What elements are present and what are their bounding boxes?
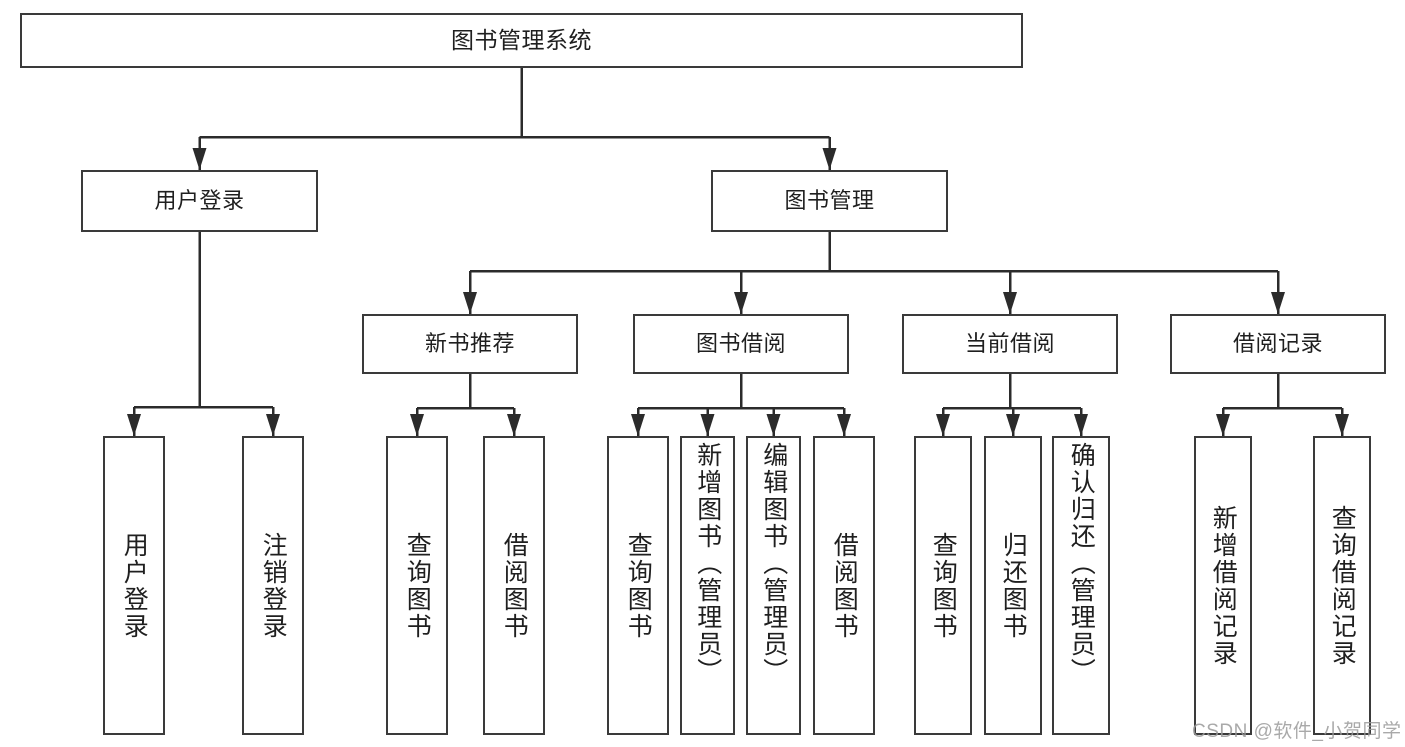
edge-arrowhead bbox=[127, 414, 141, 436]
node-label: 新增图书（管理员） bbox=[693, 442, 722, 685]
node-n-bookmgmt[interactable]: 图书管理 bbox=[711, 170, 948, 232]
node-label: 图书管理 bbox=[784, 187, 875, 213]
node-label: 新书推荐 bbox=[424, 330, 515, 356]
node-n-newbook[interactable]: 新书推荐 bbox=[362, 314, 578, 374]
node-label: 编辑图书（管理员） bbox=[759, 442, 788, 685]
edge-arrowhead bbox=[936, 414, 950, 436]
edge-arrowhead bbox=[631, 414, 645, 436]
node-l-record-1[interactable]: 新增借阅记录 bbox=[1194, 436, 1252, 735]
node-label: 借阅图书 bbox=[500, 531, 529, 640]
node-label: 确认归还（管理员） bbox=[1067, 442, 1096, 685]
node-l-borrow-2[interactable]: 新增图书（管理员） bbox=[680, 436, 735, 735]
node-label: 图书借阅 bbox=[695, 330, 786, 356]
node-label: 查询图书 bbox=[929, 531, 958, 640]
node-label: 当前借阅 bbox=[964, 330, 1055, 356]
node-l-newbook-2[interactable]: 借阅图书 bbox=[483, 436, 545, 735]
node-label: 借阅记录 bbox=[1232, 330, 1323, 356]
node-l-record-2[interactable]: 查询借阅记录 bbox=[1313, 436, 1371, 735]
node-n-current[interactable]: 当前借阅 bbox=[902, 314, 1118, 374]
edge-arrowhead bbox=[463, 292, 477, 314]
node-label: 归还图书 bbox=[999, 531, 1028, 640]
node-label: 查询图书 bbox=[624, 531, 653, 640]
node-label: 用户登录 bbox=[120, 531, 149, 640]
node-n-login[interactable]: 用户登录 bbox=[81, 170, 318, 232]
node-l-newbook-1[interactable]: 查询图书 bbox=[386, 436, 448, 735]
edge-arrowhead bbox=[766, 414, 781, 436]
edge-arrowhead bbox=[410, 414, 424, 436]
node-label: 借阅图书 bbox=[830, 531, 859, 640]
node-l-borrow-1[interactable]: 查询图书 bbox=[607, 436, 669, 735]
node-l-current-1[interactable]: 查询图书 bbox=[914, 436, 972, 735]
node-l-borrow-4[interactable]: 借阅图书 bbox=[813, 436, 875, 735]
edge-arrowhead bbox=[507, 414, 521, 436]
node-label: 新增借阅记录 bbox=[1209, 504, 1238, 667]
node-l-borrow-3[interactable]: 编辑图书（管理员） bbox=[746, 436, 801, 735]
node-label: 注销登录 bbox=[259, 531, 288, 640]
edge-arrowhead bbox=[1003, 292, 1017, 314]
node-n-record[interactable]: 借阅记录 bbox=[1170, 314, 1386, 374]
edge-arrowhead bbox=[1006, 414, 1020, 436]
edge-arrowhead bbox=[700, 414, 715, 436]
csdn-watermark: CSDN @软件_小贺同学 bbox=[1192, 721, 1402, 742]
edge-arrowhead bbox=[837, 414, 851, 436]
edge-arrowhead bbox=[1335, 414, 1349, 436]
edge-arrowhead bbox=[734, 292, 748, 314]
node-l-current-2[interactable]: 归还图书 bbox=[984, 436, 1042, 735]
node-root[interactable]: 图书管理系统 bbox=[20, 13, 1023, 68]
node-l-login-2[interactable]: 注销登录 bbox=[242, 436, 304, 735]
edge-arrowhead bbox=[822, 148, 837, 170]
edge-arrowhead bbox=[1216, 414, 1230, 436]
node-l-login-1[interactable]: 用户登录 bbox=[103, 436, 165, 735]
node-label: 查询图书 bbox=[403, 531, 432, 640]
edge-arrowhead bbox=[192, 148, 207, 170]
node-n-borrow[interactable]: 图书借阅 bbox=[633, 314, 849, 374]
edge-arrowhead bbox=[266, 414, 280, 436]
node-label: 用户登录 bbox=[154, 187, 245, 213]
edge-arrowhead bbox=[1074, 414, 1088, 436]
edge-arrowhead bbox=[1271, 292, 1285, 314]
node-label: 查询借阅记录 bbox=[1328, 504, 1357, 667]
node-l-current-3[interactable]: 确认归还（管理员） bbox=[1052, 436, 1110, 735]
node-label: 图书管理系统 bbox=[451, 26, 592, 53]
